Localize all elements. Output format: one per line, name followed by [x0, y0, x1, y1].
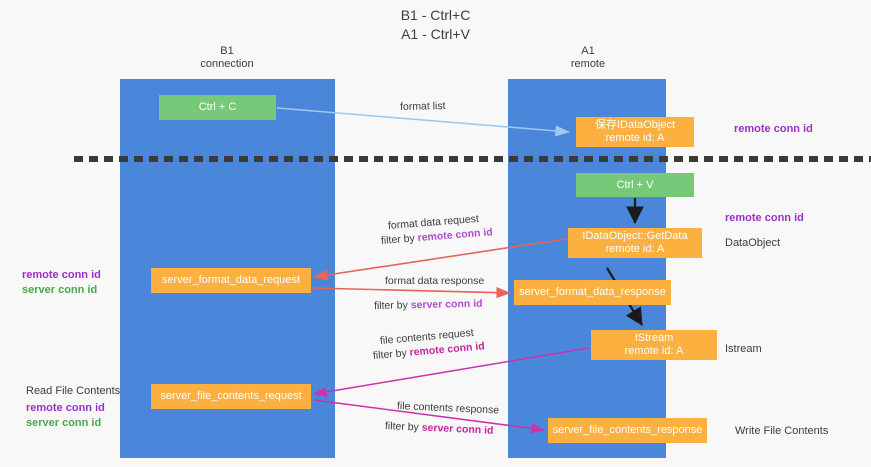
- page-title-line-1: B1 - Ctrl+C: [400, 7, 471, 23]
- annotation-dataobject: DataObject: [725, 237, 781, 249]
- filter-prefix: filter by: [380, 232, 419, 247]
- lane-header-b1-subtitle: connection: [200, 58, 254, 70]
- filter-key-server-conn-id: server conn id: [410, 297, 483, 312]
- node-idataobject-getdata-label: IDataObject::GetData: [582, 230, 688, 242]
- filter-key-server-conn-id: server conn id: [421, 421, 494, 437]
- node-server-format-data-request-label: server_format_data_request: [161, 274, 301, 286]
- node-idataobject-sublabel: remote id: A: [605, 132, 665, 144]
- node-server-format-data-response[interactable]: server_format_data_response: [514, 280, 671, 305]
- node-ctrl-c-label: Ctrl + C: [198, 101, 237, 113]
- edge-format-data-response: [312, 287, 511, 299]
- node-idataobject-getdata-sublabel: remote id: A: [605, 243, 665, 255]
- filter-prefix: filter by: [372, 346, 411, 362]
- edge-label-format-data-response: format data response: [385, 275, 485, 287]
- node-server-format-data-response-label: server_format_data_response: [519, 286, 666, 298]
- node-server-file-contents-request-label: server_file_contents_request: [160, 390, 302, 402]
- annotation-left-server-conn-id-bottom: server conn id: [26, 417, 102, 429]
- annotation-read-file-contents: Read File Contents: [26, 385, 121, 397]
- lane-header-a1-name: A1: [581, 45, 595, 57]
- node-server-file-contents-request[interactable]: server_file_contents_request: [151, 384, 311, 409]
- node-ctrl-c[interactable]: Ctrl + C: [159, 95, 276, 120]
- lane-header-a1: A1 remote: [508, 45, 668, 71]
- node-server-format-data-request[interactable]: server_format_data_request: [151, 268, 311, 293]
- annotation-left-remote-conn-id-mid: remote conn id: [22, 269, 101, 281]
- node-istream-sublabel: remote id: A: [624, 345, 684, 357]
- edge-label-format-data-response-filter: filter by server conn id: [374, 297, 483, 313]
- annotation-remote-conn-id-mid: remote conn id: [725, 212, 804, 224]
- node-idataobject-getdata[interactable]: IDataObject::GetData remote id: A: [568, 228, 702, 258]
- edge-label-file-contents-response-filter: filter by server conn id: [385, 419, 494, 438]
- node-idataobject-label: 保存IDataObject: [594, 119, 676, 131]
- edge-label-file-contents-response: file contents response: [396, 400, 500, 417]
- filter-prefix: filter by: [384, 420, 422, 434]
- edge-label-format-list: format list: [399, 100, 446, 113]
- lane-header-a1-subtitle: remote: [570, 58, 606, 70]
- page-title: B1 - Ctrl+C A1 - Ctrl+V: [0, 6, 871, 44]
- filter-prefix: filter by: [373, 299, 411, 312]
- lane-header-b1: B1 connection: [147, 45, 307, 71]
- annotation-remote-conn-id-top: remote conn id: [734, 123, 813, 135]
- node-ctrl-v-label: Ctrl + V: [616, 178, 654, 191]
- page-title-line-2: A1 - Ctrl+V: [401, 26, 470, 42]
- node-idataobject[interactable]: 保存IDataObject remote id: A: [576, 117, 694, 147]
- node-server-file-contents-response[interactable]: server_file_contents_response: [548, 418, 707, 443]
- node-istream-label: IStream: [634, 332, 674, 344]
- annotation-left-remote-conn-id-bottom: remote conn id: [26, 402, 105, 414]
- phase-divider: [74, 156, 871, 162]
- annotation-left-server-conn-id-mid: server conn id: [22, 284, 98, 296]
- annotation-write-file-contents: Write File Contents: [735, 425, 829, 437]
- node-ctrl-v[interactable]: Ctrl + V: [576, 173, 694, 197]
- lane-header-b1-name: B1: [220, 45, 234, 57]
- node-server-file-contents-response-label: server_file_contents_response: [552, 424, 703, 436]
- annotation-istream: Istream: [725, 343, 762, 355]
- node-istream[interactable]: IStream remote id: A: [591, 330, 717, 360]
